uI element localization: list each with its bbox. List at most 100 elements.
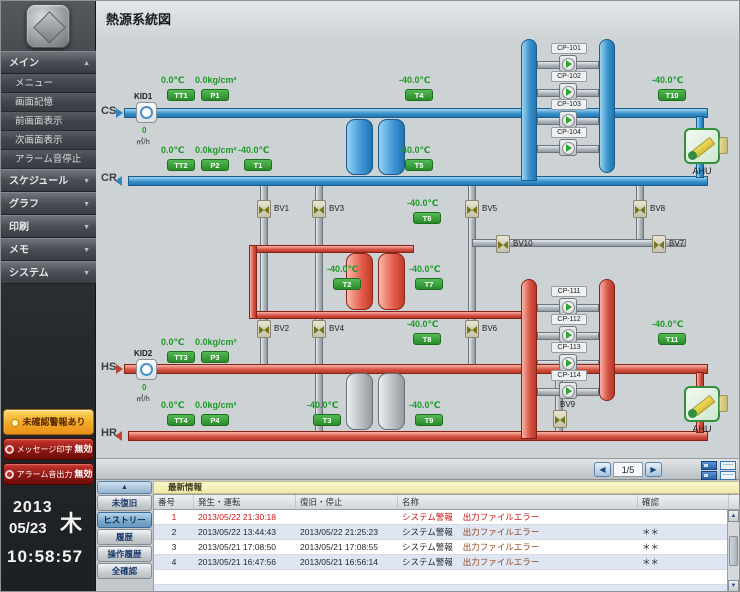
ahu-hot[interactable] — [684, 386, 720, 422]
sidebar-item-graph[interactable]: グラフ▼ — [1, 192, 96, 215]
valve-bv5-icon[interactable] — [465, 200, 479, 218]
sidebar-item-next-screen[interactable]: 次画面表示 — [1, 131, 96, 150]
hot-loop-top — [249, 245, 414, 253]
pump-cp104-icon[interactable] — [559, 139, 577, 156]
empty-row — [154, 585, 739, 591]
standby-heat-exchanger-2[interactable] — [378, 373, 405, 430]
flow-meter-unit-kid2: ㎥/h — [136, 394, 150, 403]
valve-bv10-icon[interactable] — [496, 235, 510, 253]
alarm-name: システム警報 — [402, 527, 453, 537]
sensor-value-t4: -40.0℃ — [399, 75, 431, 85]
prev-page-button[interactable]: ◀ — [594, 462, 611, 477]
valve-label-bv2: BV2 — [274, 324, 290, 333]
pump-cp113-icon[interactable] — [559, 354, 577, 371]
flow-meter-label-kid1: KID1 — [134, 92, 153, 101]
scrollbar-thumb[interactable] — [729, 536, 738, 566]
sidebar-item-prev-screen[interactable]: 前画面表示 — [1, 112, 96, 131]
confirm-all-tab[interactable]: 全確認 — [97, 563, 152, 579]
sensor-value-t5: -40.0℃ — [399, 145, 431, 155]
log-tab[interactable]: 履歴 — [97, 529, 152, 545]
valve-label-bv5: BV5 — [482, 204, 498, 213]
history-tab[interactable]: ヒストリー — [97, 512, 152, 528]
sensor-value-t2: -40.0℃ — [327, 264, 359, 274]
flow-meter-kid2-icon — [136, 359, 157, 380]
pump-label-cp114: CP-114 — [551, 370, 587, 381]
message-print-disabled-button-state: 無効 — [74, 444, 93, 454]
next-page-button[interactable]: ▶ — [645, 462, 662, 477]
sidebar-item-memo[interactable]: メモ▼ — [1, 238, 96, 261]
pump-label-cp102: CP-102 — [551, 71, 587, 82]
unconfirmed-alarm-button-status-icon — [11, 418, 20, 427]
sidebar-item-system[interactable]: システム▼ — [1, 261, 96, 284]
pump-cp103-icon[interactable] — [559, 111, 577, 128]
line-label-hr: HR — [101, 427, 117, 439]
pump-cp102-icon[interactable] — [559, 83, 577, 100]
sidebar-item-alarm-mute[interactable]: アラーム音停止 — [1, 150, 96, 169]
valve-label-bv3: BV3 — [329, 204, 345, 213]
sidebar-item-print[interactable]: 印刷▼ — [1, 215, 96, 238]
sidebar-item-main[interactable]: メイン▲ — [1, 51, 96, 74]
company-logo — [26, 4, 70, 48]
sidebar-item-screen-memory[interactable]: 画面記憶 — [1, 93, 96, 112]
valve-bv4-icon[interactable] — [312, 320, 326, 338]
sensor-value-t11: -40.0℃ — [652, 319, 684, 329]
scroll-up-icon[interactable]: ▲ — [728, 510, 739, 522]
detail-view-icon[interactable] — [720, 471, 736, 480]
cell-confirm — [638, 510, 729, 524]
hs-supply-line — [124, 364, 708, 374]
sidebar-item-menu[interactable]: メニュー — [1, 74, 96, 93]
valve-bv9-icon[interactable] — [553, 410, 567, 428]
pump-label-cp104: CP-104 — [551, 127, 587, 138]
flow-meter-unit-kid1: ㎥/h — [136, 137, 150, 146]
valve-bv8-icon[interactable] — [633, 200, 647, 218]
standby-heat-exchanger-1[interactable] — [346, 373, 373, 430]
valve-bv3-icon[interactable] — [312, 200, 326, 218]
chilled-heat-exchanger-2[interactable] — [378, 119, 405, 175]
chilled-heat-exchanger-1[interactable] — [346, 119, 373, 175]
table-scrollbar[interactable]: ▲ ▼ — [727, 510, 739, 591]
sidebar-menu: メイン▲メニュー画面記憶前画面表示次画面表示アラーム音停止スケジュール▼グラフ▼… — [1, 51, 96, 284]
collapse-panel-button[interactable]: ▲ — [97, 481, 152, 494]
cell-number: 3 — [171, 542, 177, 552]
sensor-value-t9: -40.0℃ — [409, 400, 441, 410]
scroll-down-icon[interactable]: ▼ — [728, 580, 739, 591]
flow-arrow-hr-icon — [115, 431, 122, 441]
pump-cp114-icon[interactable] — [559, 382, 577, 399]
bypass-bv3-line — [315, 184, 323, 433]
multi-pane-view-icon[interactable] — [701, 461, 717, 470]
unconfirmed-alarm-button[interactable]: 未確認警報あり — [3, 409, 94, 435]
column-header: 復旧・停止 — [296, 495, 398, 509]
pump-cp112-icon[interactable] — [559, 326, 577, 343]
sensor-tag-p3: P3 — [201, 351, 229, 363]
hot-heat-exchanger-2[interactable] — [378, 253, 405, 310]
valve-bv2-icon[interactable] — [257, 320, 271, 338]
single-pane-view-icon[interactable] — [720, 461, 736, 470]
flow-meter-value-kid2: 0 — [142, 383, 147, 392]
valve-bv1-icon[interactable] — [257, 200, 271, 218]
sensor-tag-t9: T9 — [415, 414, 443, 426]
sensor-tag-t2: T2 — [333, 278, 361, 290]
clock-time: 10:58:57 — [7, 547, 84, 566]
valve-label-bv8: BV8 — [650, 204, 666, 213]
cell-number: 4 — [171, 557, 177, 567]
sidebar-item-schedule[interactable]: スケジュール▼ — [1, 169, 96, 192]
alarm-detail: 出力ファイルエラー — [462, 542, 540, 552]
pump-cp111-icon[interactable] — [559, 298, 577, 315]
hot-loop-left-riser — [249, 245, 257, 319]
message-print-disabled-button[interactable]: メッセージ印字無効 — [3, 438, 94, 460]
valve-bv6-icon[interactable] — [465, 320, 479, 338]
unrecovered-tab[interactable]: 未復旧 — [97, 495, 152, 511]
alarm-sound-output-disabled-button[interactable]: アラーム音出力無効 — [3, 463, 94, 485]
sensor-value-t6: -40.0℃ — [407, 198, 439, 208]
ahu-chilled[interactable] — [684, 128, 720, 164]
operation-log-tab[interactable]: 操作履歴 — [97, 546, 152, 562]
pump-cp101-icon[interactable] — [559, 55, 577, 72]
cell-name: システム警報出力ファイルエラー — [398, 540, 638, 554]
valve-bv7-icon[interactable] — [652, 235, 666, 253]
list-view-icon[interactable] — [701, 471, 717, 480]
